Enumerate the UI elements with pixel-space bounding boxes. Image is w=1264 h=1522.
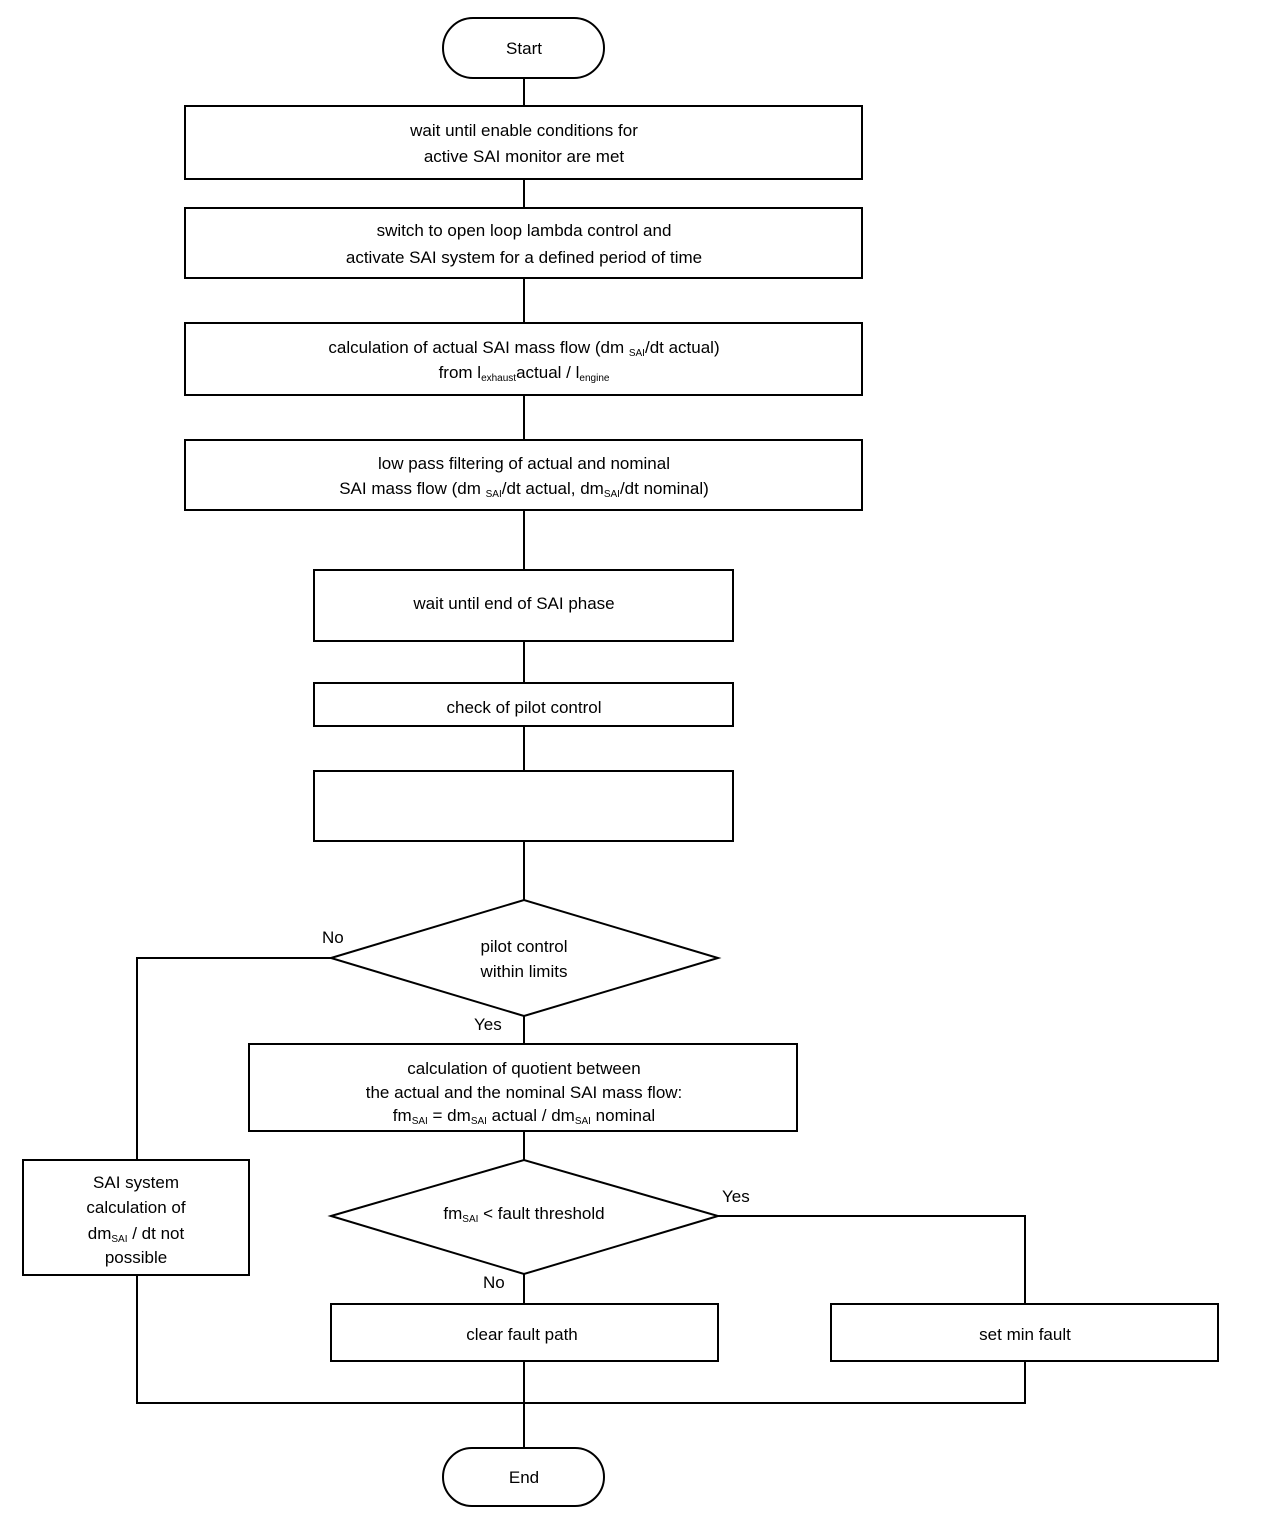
step-text: SAI system [93, 1173, 179, 1192]
step-text: calculation of [86, 1198, 186, 1217]
text-part: actual / dm [487, 1106, 575, 1125]
subscript: exhaust [481, 373, 516, 384]
step-text: from lexhaustactual / lengine [439, 363, 610, 384]
step-text: calculation of actual SAI mass flow (dm … [328, 338, 719, 359]
text-part: = dm [428, 1106, 471, 1125]
text-part: from l [439, 363, 482, 382]
step-text: set min fault [979, 1325, 1071, 1344]
step-text: SAI mass flow (dm SAI/dt actual, dmSAI/d… [339, 479, 709, 500]
connectors [136, 78, 1026, 1448]
no-label: No [322, 928, 344, 947]
text-part: / dt not [128, 1224, 185, 1243]
step-wait-enable [184, 105, 863, 180]
step-text: check of pilot control [447, 698, 602, 717]
text-part: fm [393, 1106, 412, 1125]
decision-fault-threshold [327, 1158, 722, 1276]
step-text: possible [105, 1248, 167, 1267]
step-text: calculation of quotient between [407, 1059, 640, 1078]
subscript: SAI [575, 1116, 591, 1127]
step-text: active SAI monitor are met [424, 147, 625, 166]
text-part: < fault threshold [478, 1204, 604, 1223]
step-actual-mass-flow [184, 322, 863, 396]
text-part: fm [443, 1204, 462, 1223]
decision-pilot-control [327, 898, 722, 1018]
connector-merge [136, 1275, 1026, 1404]
subscript: SAI [412, 1116, 428, 1127]
step-wait-end-phase [313, 569, 734, 642]
start-label: Start [506, 39, 542, 58]
subscript: SAI [462, 1214, 478, 1225]
end-terminal [442, 1447, 605, 1507]
subscript: SAI [471, 1116, 487, 1127]
decision-text: pilot control [481, 937, 568, 956]
step-check-pilot [313, 682, 734, 727]
step-set-fault [830, 1303, 1219, 1362]
no-label: No [483, 1273, 505, 1292]
text-part: /dt actual, dm [502, 479, 604, 498]
step-empty [313, 770, 734, 842]
decision-text: fmSAI < fault threshold [443, 1204, 604, 1225]
decision-text: within limits [480, 962, 568, 981]
step-text: switch to open loop lambda control and [377, 221, 672, 240]
step-text: wait until end of SAI phase [412, 594, 614, 613]
text-part: dm [88, 1224, 112, 1243]
step-text: low pass filtering of actual and nominal [378, 454, 670, 473]
step-text: wait until enable conditions for [409, 121, 638, 140]
connector-no-branch [136, 957, 331, 1160]
end-label: End [509, 1468, 539, 1487]
text-part: nominal [591, 1106, 655, 1125]
text-part: actual / l [516, 363, 579, 382]
yes-label: Yes [722, 1187, 750, 1206]
connector-yes-branch [718, 1215, 1026, 1304]
step-text: dmSAI / dt not [88, 1224, 185, 1245]
text-part: SAI mass flow (dm [339, 479, 485, 498]
step-text: clear fault path [466, 1325, 578, 1344]
start-terminal [442, 17, 605, 79]
subscript: SAI [111, 1234, 127, 1245]
step-clear-fault [330, 1303, 719, 1362]
step-text: fmSAI = dmSAI actual / dmSAI nominal [393, 1106, 655, 1127]
step-calculation-not-possible [22, 1159, 250, 1276]
text-part: calculation of actual SAI mass flow (dm [328, 338, 628, 357]
yes-label: Yes [474, 1015, 502, 1034]
step-open-loop [184, 207, 863, 279]
step-quotient [248, 1043, 798, 1132]
text-part: /dt nominal) [620, 479, 709, 498]
text-part: /dt actual) [645, 338, 720, 357]
step-low-pass-filter [184, 439, 863, 511]
subscript: SAI [486, 489, 502, 500]
step-text: the actual and the nominal SAI mass flow… [366, 1083, 683, 1102]
subscript: SAI [604, 489, 620, 500]
subscript: SAI [629, 348, 645, 359]
subscript: engine [579, 373, 609, 384]
step-text: activate SAI system for a defined period… [346, 248, 702, 267]
